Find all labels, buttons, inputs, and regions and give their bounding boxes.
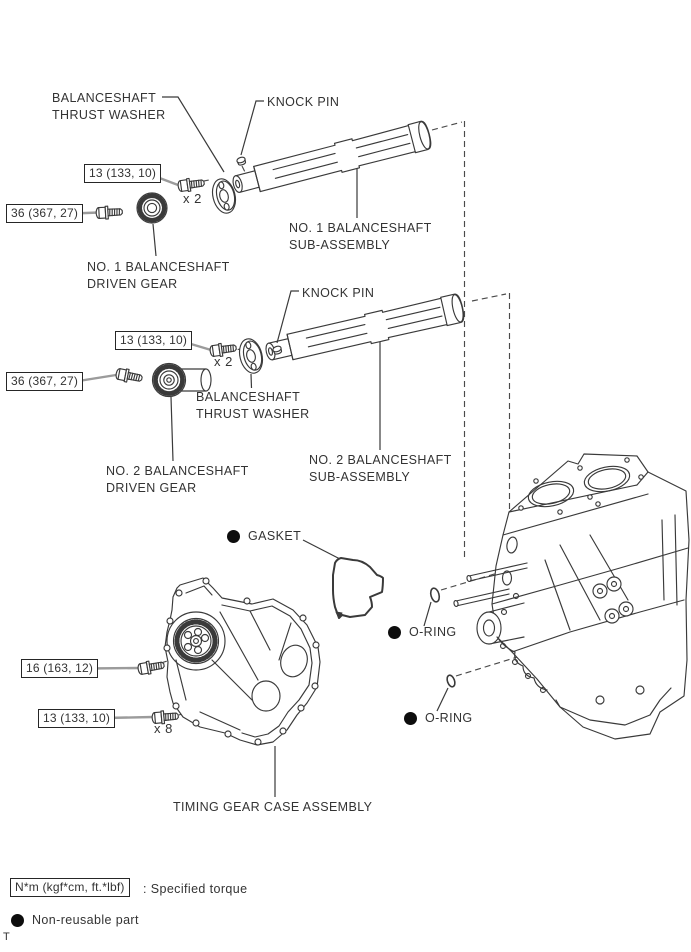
o-ring-lower xyxy=(446,674,456,688)
torque-box-case-bolt-13: 13 (133, 10) xyxy=(38,709,116,728)
label-knock-pin-1: KNOCK PIN xyxy=(267,95,340,109)
quantity-no2-thrust-washer-bolts: x 2 xyxy=(214,354,233,369)
quantity-case-bolts: x 8 xyxy=(154,721,173,736)
o-ring-upper xyxy=(429,587,441,603)
knock-pin-1 xyxy=(235,155,248,167)
quantity-no1-thrust-washer-bolts: x 2 xyxy=(183,191,202,206)
label-o-ring-lower-text: O-RING xyxy=(425,711,473,725)
legend-torque-meaning: : Specified torque xyxy=(143,882,248,896)
non-reusable-bullet-icon xyxy=(11,913,24,927)
legend-non-reusable-text: Non-reusable part xyxy=(32,913,139,927)
gear-center-bolt-1 xyxy=(95,204,124,221)
legend-torque-unit-box: N*m (kgf*cm, ft.*lbf) xyxy=(10,878,130,897)
label-o-ring-upper: O-RING xyxy=(388,625,457,639)
torque-box-no2-thrust-washer-bolts: 13 (133, 10) xyxy=(115,331,193,350)
case-bolt-16 xyxy=(136,658,166,677)
gasket-outline xyxy=(332,557,384,619)
label-knock-pin-2: KNOCK PIN xyxy=(302,286,375,300)
legend-non-reusable: Non-reusable part xyxy=(11,913,139,927)
label-balanceshaft-thrust-washer-2: BALANCESHAFT THRUST WASHER xyxy=(196,390,310,421)
no2-driven-gear xyxy=(151,362,212,398)
label-no2-sub-assembly: NO. 2 BALANCESHAFT SUB-ASSEMBLY xyxy=(309,453,452,484)
torque-box-no1-gear-bolt: 36 (367, 27) xyxy=(6,204,84,223)
non-reusable-bullet-icon xyxy=(404,711,417,725)
no1-balanceshaft-sub-assembly xyxy=(232,120,432,193)
label-no2-driven-gear: NO. 2 BALANCESHAFT DRIVEN GEAR xyxy=(106,464,249,495)
label-gasket: GASKET xyxy=(227,529,301,543)
timing-gear-case xyxy=(163,577,321,746)
label-no1-driven-gear: NO. 1 BALANCESHAFT DRIVEN GEAR xyxy=(87,260,230,291)
torque-box-case-bolt-16: 16 (163, 12) xyxy=(21,659,99,678)
page-corner-mark: T xyxy=(3,931,10,943)
label-leader-lines xyxy=(152,96,449,797)
label-o-ring-lower: O-RING xyxy=(404,711,473,725)
no2-balanceshaft-sub-assembly xyxy=(265,293,465,361)
no1-driven-gear xyxy=(136,192,168,224)
label-balanceshaft-thrust-washer-1: BALANCESHAFT THRUST WASHER xyxy=(52,91,166,122)
balanceshaft-thrust-washer-2 xyxy=(235,335,267,377)
label-gasket-text: GASKET xyxy=(248,529,302,543)
label-no1-sub-assembly: NO. 1 BALANCESHAFT SUB-ASSEMBLY xyxy=(289,221,432,252)
case-drive-gear xyxy=(172,617,220,665)
torque-box-no2-gear-bolt: 36 (367, 27) xyxy=(6,372,84,391)
non-reusable-bullet-icon xyxy=(388,625,401,639)
engine-block xyxy=(453,453,690,740)
non-reusable-bullet-icon xyxy=(227,529,240,543)
label-o-ring-upper-text: O-RING xyxy=(409,625,457,639)
torque-box-no1-thrust-washer-bolts: 13 (133, 10) xyxy=(84,164,162,183)
label-timing-gear-case: TIMING GEAR CASE ASSEMBLY xyxy=(173,800,373,814)
gear-center-bolt-2 xyxy=(114,366,144,386)
